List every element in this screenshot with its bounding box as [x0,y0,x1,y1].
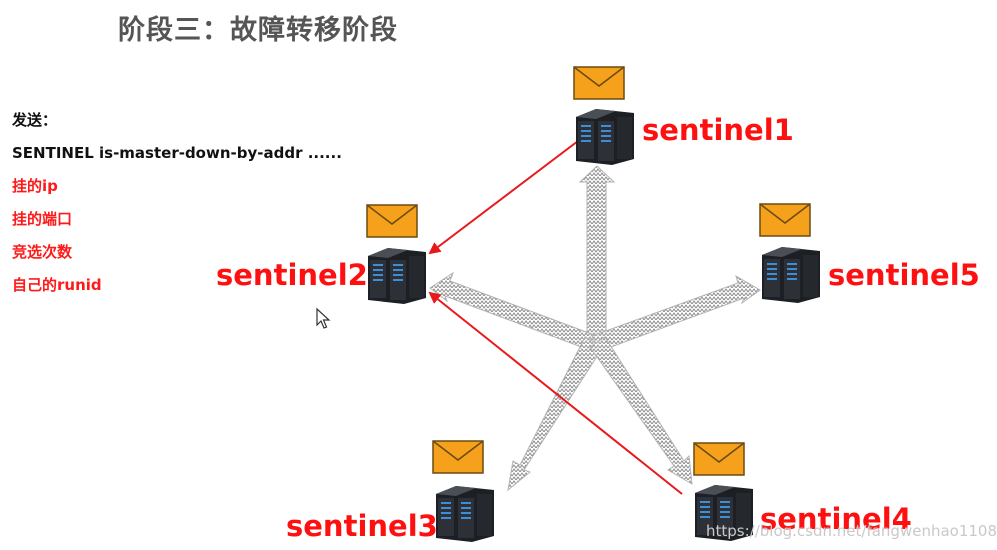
broadcast-arrow-to-sentinel1 [578,165,616,346]
server-icon [436,486,494,542]
broadcast-arrow-to-sentinel4 [589,336,693,485]
sentinel4-label: sentinel4 [760,502,912,536]
vote-arrow-sentinel1-to-sentinel2 [428,140,579,255]
sentinel5-label: sentinel5 [828,258,980,292]
server-icon [368,248,426,304]
send-label: 发送： [12,111,58,129]
watermark-text: https://blog.csdn.net/fangwenhao1108 [706,522,997,540]
envelope-icon [693,442,745,476]
field-ip: 挂的ip [12,177,58,195]
broadcast-arrows [429,165,761,492]
envelope-icon [573,66,625,100]
page-title: 阶段三：故障转移阶段 [118,15,398,46]
command-text: SENTINEL is-master-down-by-addr ...... [12,144,342,162]
message-panel: 发送： SENTINEL is-master-down-by-addr ....… [12,104,342,302]
field-port: 挂的端口 [12,210,73,228]
server-icon [695,485,753,541]
broadcast-arrow-to-sentinel3 [507,336,604,492]
server-icon [576,109,634,165]
field-election-count: 竞选次数 [12,243,73,261]
envelope-icon [366,204,418,238]
sentinel2-label: sentinel2 [216,258,368,292]
mouse-cursor-icon [316,307,331,329]
sentinel1-label: sentinel1 [642,113,794,147]
field-runid: 自己的runid [12,276,102,294]
envelope-icon [432,440,484,474]
sentinel3-label: sentinel3 [286,509,438,543]
vote-arrow-sentinel4-to-sentinel2 [428,291,683,495]
broadcast-arrow-to-sentinel5 [591,274,761,352]
server-icon [762,247,820,303]
envelope-icon [759,203,811,237]
